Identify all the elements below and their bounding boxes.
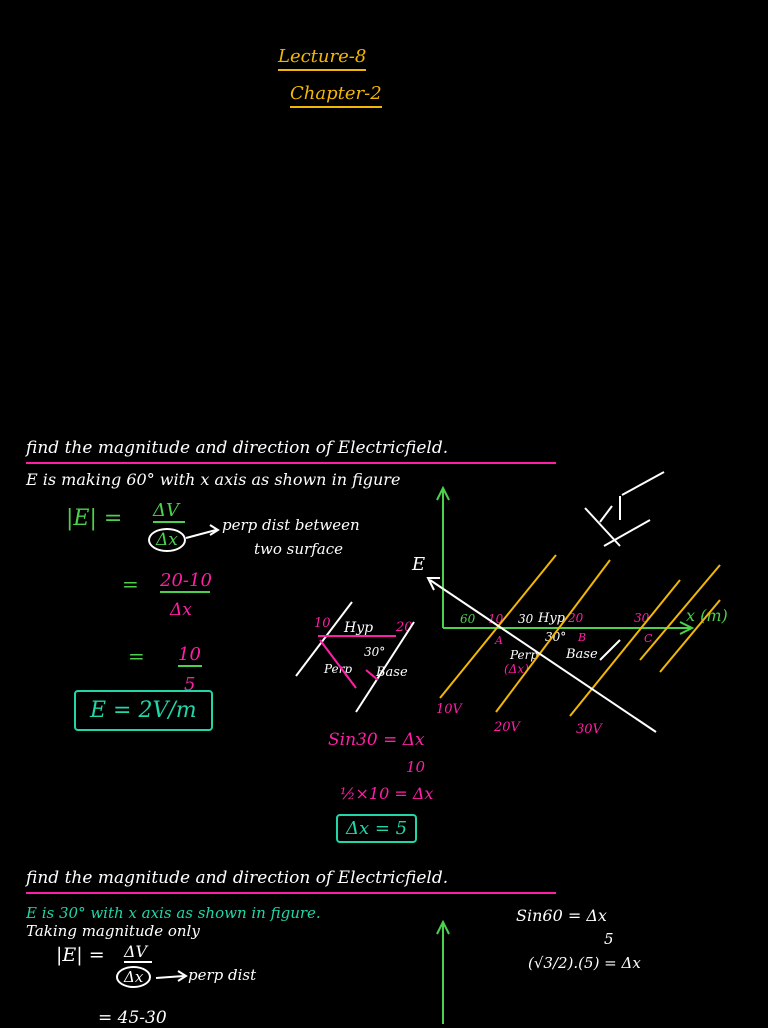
step1-num: 20-10 [160, 570, 212, 593]
problem2-formula-den: Δx [116, 966, 152, 988]
graph-e-label: E [412, 554, 426, 575]
lecture-title: Lecture-8 [278, 46, 367, 71]
step2-num: 10 [178, 644, 202, 667]
graph-angle60: 60 [460, 612, 476, 626]
step2-den: 5 [184, 674, 196, 695]
problem2-taking: Taking magnitude only [26, 922, 200, 940]
graph-pt-a: A [495, 634, 503, 647]
sin-result: Δx = 5 [336, 814, 418, 843]
triangle-sketch [295, 601, 415, 713]
problem2-arrow [155, 970, 188, 982]
problem2-formula-num: ΔV [124, 942, 152, 963]
problem2-sin-den: 5 [604, 930, 614, 948]
graph-t20: 20 [568, 611, 584, 625]
tri-left: 10 [314, 616, 331, 631]
graph-t30angle: 30 [518, 612, 534, 626]
graph-pt-b: B [578, 631, 587, 644]
graph-pt-c: C [644, 632, 653, 645]
chapter-title: Chapter-2 [290, 83, 382, 108]
problem1-statement: E is making 60° with x axis as shown in … [26, 470, 401, 489]
problem2-formula-lhs: |E| = [56, 944, 105, 966]
formula-num: ΔV [153, 500, 185, 523]
problem2-perp-note: perp dist [188, 966, 257, 984]
graph-perp-dx: (Δx) [504, 662, 529, 676]
perp-note-line2: two surface [254, 540, 343, 558]
step2-eq: = [128, 644, 145, 668]
problem2-sin-eq: Sin60 = Δx [516, 906, 607, 925]
graph-base: Base [566, 647, 598, 662]
formula-den: Δx [148, 528, 186, 552]
step1-den: Δx [170, 600, 192, 620]
formula-lhs: |E| = [66, 506, 123, 531]
graph-v20: 20V [494, 720, 520, 735]
sin-eq: Sin30 = Δx [328, 730, 425, 750]
perp-arrow [185, 524, 220, 539]
result-box: E = 2V/m [74, 690, 213, 731]
graph-hyp: Hyp [538, 611, 566, 626]
field-line [426, 471, 665, 733]
problem2-statement: E is 30° with x axis as shown in figure. [26, 904, 321, 922]
graph-axes [436, 485, 695, 635]
problem2-axis [436, 919, 450, 1024]
tri-angle: 30° [364, 645, 386, 659]
graph-v30: 30V [576, 722, 602, 737]
problem1-title: find the magnitude and direction of Elec… [26, 438, 556, 464]
sin-step: ½×10 = Δx [340, 784, 434, 803]
perp-note-line1: perp dist between [222, 516, 360, 534]
tri-hyp: Hyp [344, 620, 374, 636]
graph-perp: Perp [510, 648, 539, 662]
equipotential-lines [439, 554, 721, 717]
problem2-sin-step: (√3/2).(5) = Δx [528, 954, 641, 972]
step1-eq: = [122, 572, 139, 596]
problem2-title: find the magnitude and direction of Elec… [26, 868, 556, 894]
graph-v10: 10V [436, 702, 462, 717]
problem2-step1: = 45-30 [98, 1008, 167, 1028]
sin-den: 10 [406, 758, 426, 776]
